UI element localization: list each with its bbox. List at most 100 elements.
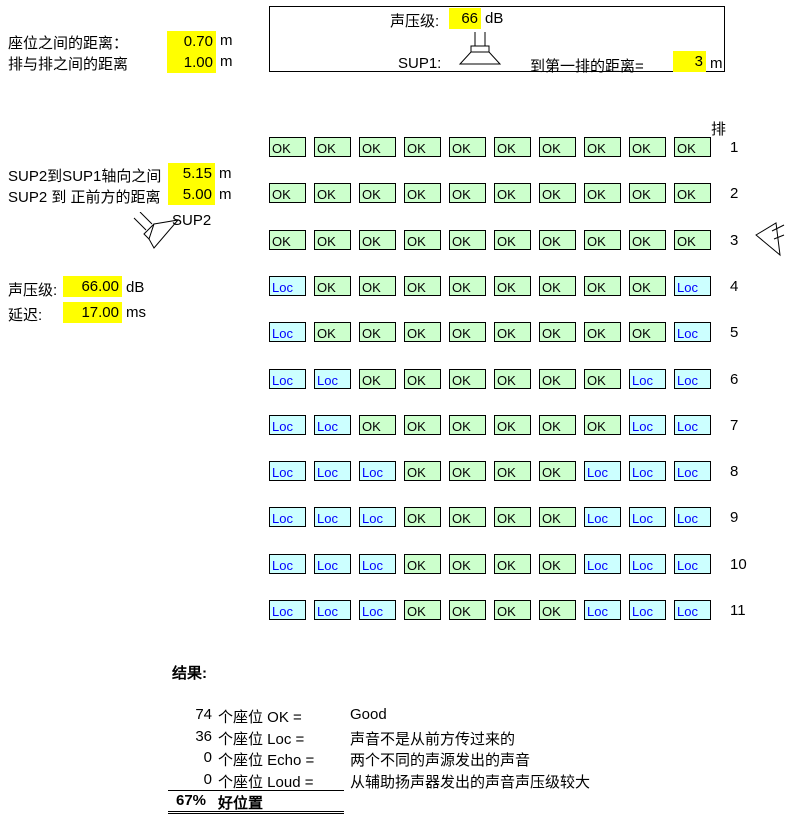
seat-cell[interactable]: OK	[404, 461, 441, 482]
seat-cell[interactable]: OK	[629, 275, 666, 296]
seat-cell[interactable]: Loc	[584, 553, 621, 574]
seat-cell[interactable]: OK	[539, 275, 576, 296]
seat-cell[interactable]: Loc	[674, 507, 711, 528]
seat-cell[interactable]: OK	[404, 183, 441, 204]
seat-cell[interactable]: OK	[629, 137, 666, 157]
seat-cell[interactable]: OK	[404, 229, 441, 250]
seat-cell[interactable]: Loc	[674, 322, 711, 343]
seat-cell[interactable]: OK	[584, 322, 621, 343]
seat-cell[interactable]: Loc	[674, 275, 711, 296]
seat-cell[interactable]: OK	[404, 414, 441, 435]
seat-cell[interactable]: OK	[494, 183, 531, 204]
seat-cell[interactable]: OK	[359, 275, 396, 296]
seat-cell[interactable]: OK	[539, 553, 576, 574]
seat-cell[interactable]: OK	[359, 322, 396, 343]
seat-cell[interactable]: Loc	[269, 368, 306, 389]
seat-cell[interactable]: OK	[449, 414, 486, 435]
seat-cell[interactable]: OK	[404, 137, 441, 157]
seat-cell[interactable]: OK	[359, 137, 396, 157]
seat-cell[interactable]: Loc	[269, 553, 306, 574]
seat-cell[interactable]: OK	[449, 137, 486, 157]
seat-cell[interactable]: Loc	[629, 461, 666, 482]
seat-cell[interactable]: Loc	[629, 553, 666, 574]
seat-cell[interactable]: OK	[449, 183, 486, 204]
seat-cell[interactable]: OK	[584, 229, 621, 250]
seat-cell[interactable]: Loc	[269, 507, 306, 528]
seat-cell[interactable]: OK	[269, 183, 306, 204]
seat-cell[interactable]: OK	[539, 229, 576, 250]
seat-cell[interactable]: OK	[584, 183, 621, 204]
seat-cell[interactable]: OK	[539, 322, 576, 343]
seat-cell[interactable]: OK	[584, 414, 621, 435]
seat-cell[interactable]: OK	[449, 275, 486, 296]
seat-cell[interactable]: Loc	[674, 461, 711, 482]
seat-cell[interactable]: OK	[674, 137, 711, 157]
seat-cell[interactable]: OK	[629, 229, 666, 250]
seat-cell[interactable]: OK	[494, 553, 531, 574]
seat-cell[interactable]: Loc	[629, 368, 666, 389]
seat-cell[interactable]: Loc	[674, 553, 711, 574]
seat-cell[interactable]: Loc	[269, 275, 306, 296]
seat-cell[interactable]: OK	[494, 229, 531, 250]
seat-cell[interactable]: Loc	[314, 507, 351, 528]
seat-cell[interactable]: OK	[359, 368, 396, 389]
seat-cell[interactable]: OK	[314, 229, 351, 250]
seat-cell[interactable]: Loc	[674, 414, 711, 435]
seat-cell[interactable]: OK	[539, 507, 576, 528]
seat-cell[interactable]: OK	[629, 183, 666, 204]
seat-cell[interactable]: Loc	[359, 461, 396, 482]
seat-cell[interactable]: OK	[584, 137, 621, 157]
first-row-distance-input[interactable]: 3	[673, 51, 706, 72]
seat-cell[interactable]: Loc	[314, 368, 351, 389]
seat-cell[interactable]: OK	[494, 600, 531, 620]
seat-cell[interactable]: Loc	[314, 553, 351, 574]
seat-cell[interactable]: Loc	[584, 600, 621, 620]
seat-cell[interactable]: OK	[404, 553, 441, 574]
seat-cell[interactable]: OK	[494, 275, 531, 296]
seat-cell[interactable]: OK	[404, 600, 441, 620]
seat-cell[interactable]: Loc	[314, 600, 351, 620]
seat-cell[interactable]: OK	[674, 183, 711, 204]
seat-cell[interactable]: Loc	[269, 414, 306, 435]
seat-cell[interactable]: OK	[494, 368, 531, 389]
seat-cell[interactable]: Loc	[314, 461, 351, 482]
seat-cell[interactable]: OK	[539, 461, 576, 482]
seat-cell[interactable]: OK	[674, 229, 711, 250]
seat-cell[interactable]: OK	[359, 229, 396, 250]
seat-cell[interactable]: OK	[269, 137, 306, 157]
seat-cell[interactable]: Loc	[359, 507, 396, 528]
seat-cell[interactable]: OK	[449, 368, 486, 389]
seat-cell[interactable]: Loc	[269, 461, 306, 482]
sup2-axis-input[interactable]: 5.15	[168, 163, 215, 184]
seat-cell[interactable]: OK	[404, 507, 441, 528]
sup1-spl-input[interactable]: 66	[449, 8, 481, 29]
seat-cell[interactable]: OK	[359, 414, 396, 435]
seat-cell[interactable]: OK	[539, 414, 576, 435]
seat-cell[interactable]: OK	[404, 322, 441, 343]
seat-cell[interactable]: OK	[539, 600, 576, 620]
seat-cell[interactable]: Loc	[359, 600, 396, 620]
seat-cell[interactable]: OK	[449, 322, 486, 343]
seat-cell[interactable]: OK	[269, 229, 306, 250]
seat-cell[interactable]: OK	[314, 322, 351, 343]
seat-cell[interactable]: Loc	[629, 507, 666, 528]
seat-cell[interactable]: OK	[494, 507, 531, 528]
sup2-spl-input[interactable]: 66.00	[63, 276, 122, 297]
seat-cell[interactable]: Loc	[629, 414, 666, 435]
seat-cell[interactable]: OK	[539, 137, 576, 157]
sup2-front-input[interactable]: 5.00	[168, 184, 215, 205]
seat-cell[interactable]: Loc	[584, 507, 621, 528]
sup2-delay-input[interactable]: 17.00	[63, 302, 122, 323]
seat-cell[interactable]: OK	[449, 229, 486, 250]
seat-cell[interactable]: OK	[449, 600, 486, 620]
row-distance-input[interactable]: 1.00	[167, 52, 216, 73]
seat-cell[interactable]: Loc	[359, 553, 396, 574]
seat-cell[interactable]: Loc	[629, 600, 666, 620]
seat-cell[interactable]: OK	[404, 368, 441, 389]
seat-cell[interactable]: OK	[629, 322, 666, 343]
seat-cell[interactable]: OK	[404, 275, 441, 296]
seat-cell[interactable]: OK	[494, 414, 531, 435]
seat-cell[interactable]: Loc	[584, 461, 621, 482]
seat-cell[interactable]: Loc	[269, 600, 306, 620]
seat-cell[interactable]: OK	[449, 507, 486, 528]
